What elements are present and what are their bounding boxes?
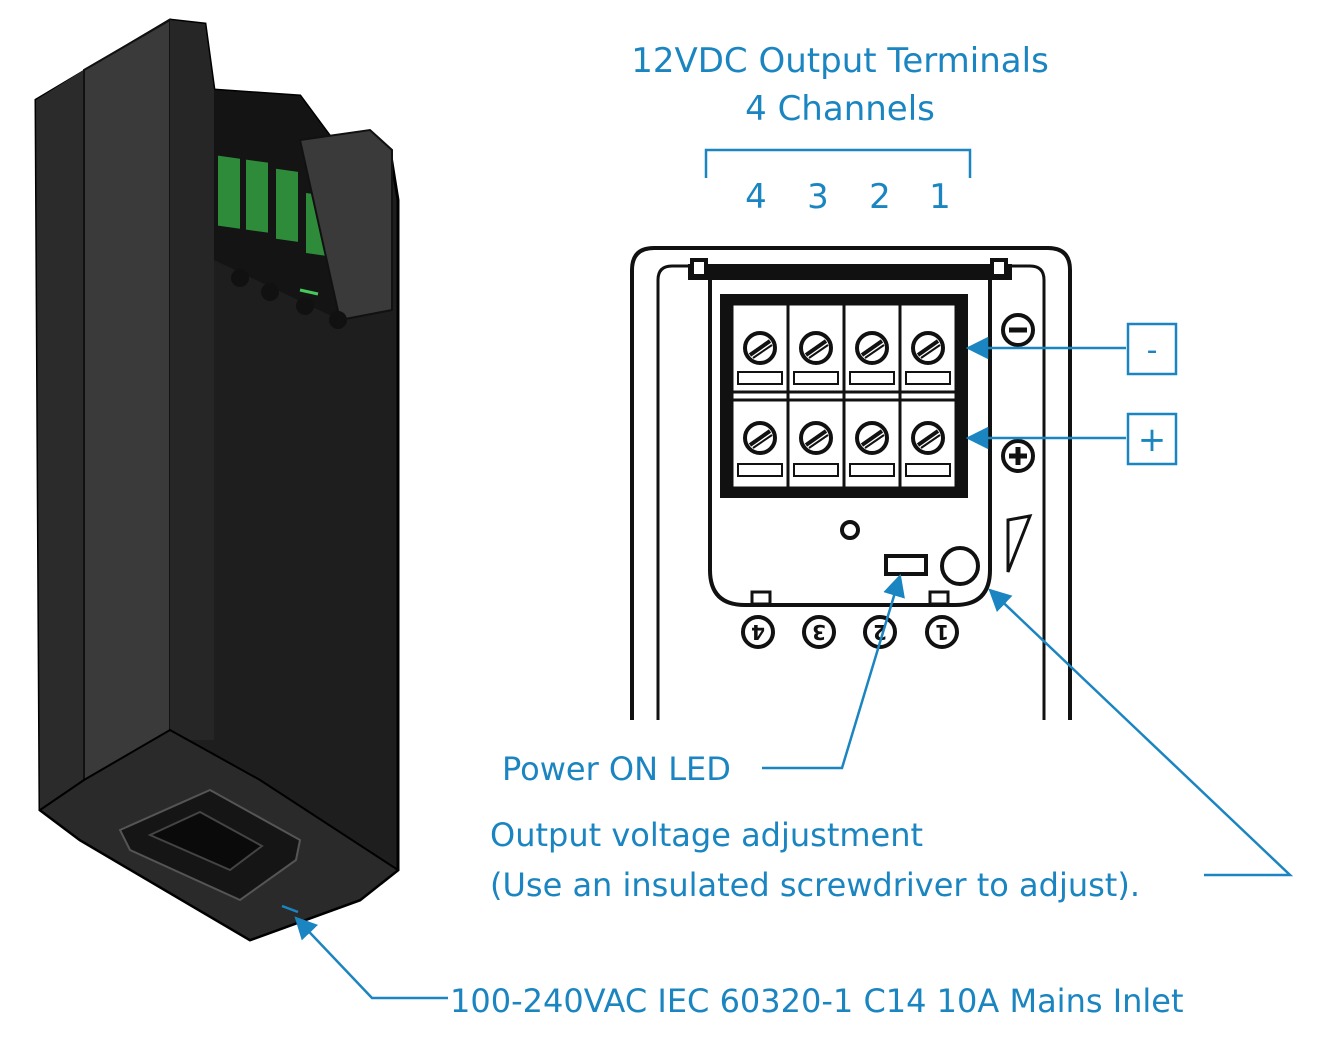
voltage-adjust-title: Output voltage adjustment bbox=[490, 816, 923, 854]
voltage-adjust-note: (Use an insulated screwdriver to adjust)… bbox=[490, 866, 1140, 904]
channel-number-2: 2 bbox=[869, 177, 891, 217]
svg-text:3: 3 bbox=[812, 620, 826, 644]
channel-number-3: 3 bbox=[807, 177, 829, 217]
minus-callout-box: - bbox=[1126, 322, 1178, 376]
mains-inlet-label: 100-240VAC IEC 60320-1 C14 10A Mains Inl… bbox=[450, 982, 1184, 1020]
terminals-subtitle: 4 Channels bbox=[745, 89, 935, 129]
channel-number-4: 4 bbox=[745, 177, 767, 217]
channel-3-icon: 3 bbox=[802, 615, 836, 649]
minus-circle-icon bbox=[1001, 313, 1035, 347]
power-led-label: Power ON LED bbox=[502, 750, 731, 788]
plus-callout-box: + bbox=[1126, 412, 1178, 466]
channel-number-1: 1 bbox=[929, 177, 951, 217]
channel-2-icon: 2 bbox=[863, 615, 897, 649]
svg-text:+: + bbox=[1138, 420, 1167, 460]
svg-text:1: 1 bbox=[935, 620, 949, 644]
channel-1-icon: 1 bbox=[925, 615, 959, 649]
psu-front-view bbox=[630, 246, 1072, 720]
plus-circle-icon bbox=[1001, 439, 1035, 473]
svg-text:4: 4 bbox=[751, 620, 765, 644]
callout-lines bbox=[281, 148, 1294, 1000]
svg-text:2: 2 bbox=[873, 620, 887, 644]
svg-text:-: - bbox=[1147, 333, 1158, 368]
psu-3d-render bbox=[34, 18, 400, 942]
channel-4-icon: 4 bbox=[741, 615, 775, 649]
terminals-title: 12VDC Output Terminals bbox=[631, 41, 1049, 81]
